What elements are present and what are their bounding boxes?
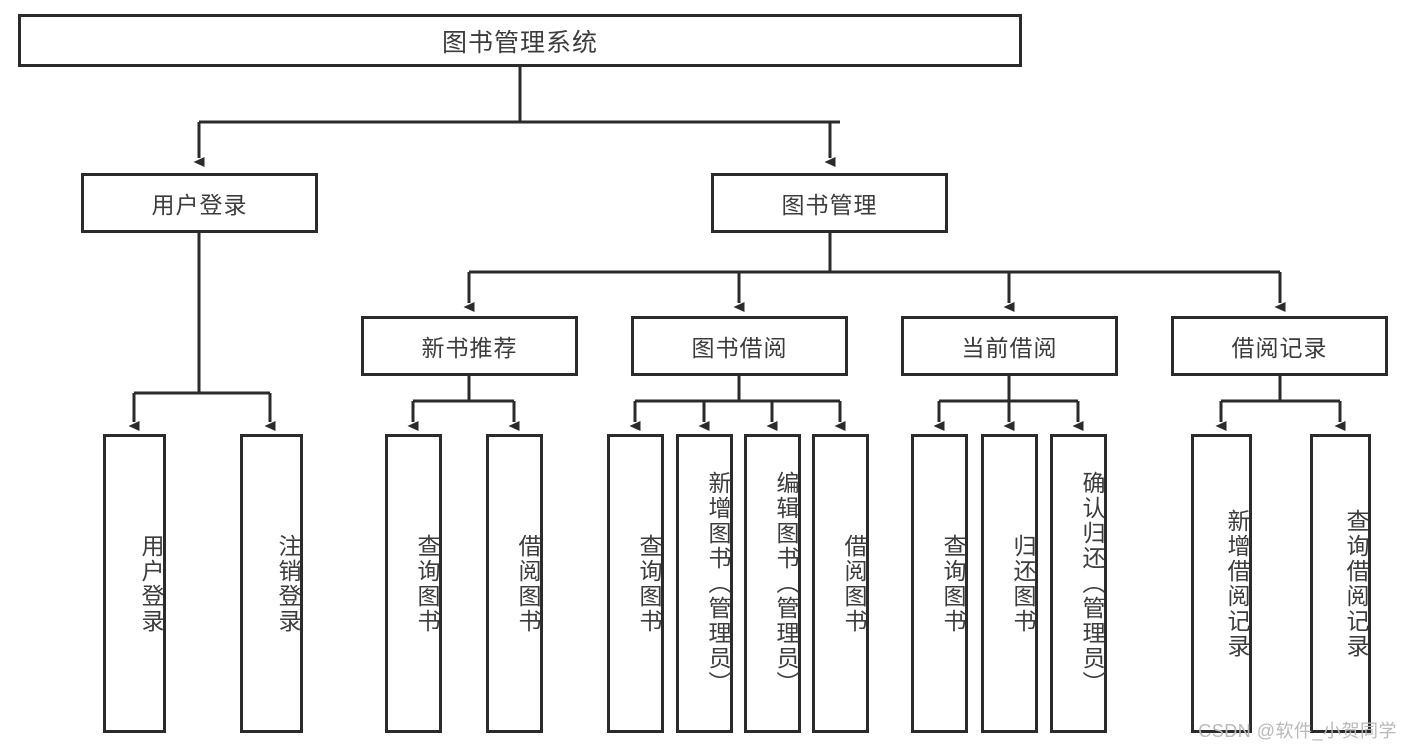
node-label: 借阅图书 (841, 533, 867, 634)
leaf-add-book-admin[interactable]: 新增图书（管理员） (676, 434, 733, 733)
leaf-query-borrow-record[interactable]: 查询借阅记录 (1310, 434, 1371, 733)
leaf-user-login[interactable]: 用户登录 (103, 434, 166, 733)
node-label: 借阅图书 (515, 533, 541, 634)
node-new-book-recommend[interactable]: 新书推荐 (361, 316, 578, 376)
node-label: 查询图书 (940, 533, 966, 634)
node-root-library-system[interactable]: 图书管理系统 (18, 14, 1022, 67)
node-label: 新书推荐 (421, 335, 518, 361)
leaf-edit-book-admin[interactable]: 编辑图书（管理员） (744, 434, 801, 733)
node-current-borrow[interactable]: 当前借阅 (901, 316, 1118, 376)
node-label: 图书管理 (781, 192, 878, 218)
node-book-management[interactable]: 图书管理 (711, 173, 948, 233)
node-label: 图书借阅 (691, 335, 788, 361)
node-label: 归还图书 (1010, 533, 1036, 634)
leaf-logout[interactable]: 注销登录 (240, 434, 303, 733)
csdn-watermark: CSDN @软件_小贺同学 (1198, 721, 1397, 741)
node-label: 当前借阅 (961, 335, 1058, 361)
node-label: 新增借阅记录 (1224, 508, 1250, 659)
node-label: 确认归还（管理员） (1079, 471, 1105, 696)
node-label: 图书管理系统 (441, 28, 598, 57)
node-label: 用户登录 (138, 533, 164, 634)
node-label: 查询借阅记录 (1343, 508, 1369, 659)
node-label: 查询图书 (636, 533, 662, 634)
leaf-add-borrow-record[interactable]: 新增借阅记录 (1191, 434, 1252, 733)
leaf-borrow-books-recommend[interactable]: 借阅图书 (486, 434, 543, 733)
leaf-query-books-recommend[interactable]: 查询图书 (385, 434, 442, 733)
node-label: 借阅记录 (1231, 335, 1328, 361)
node-label: 编辑图书（管理员） (773, 471, 799, 696)
leaf-borrow-books[interactable]: 借阅图书 (812, 434, 869, 733)
leaf-confirm-return-admin[interactable]: 确认归还（管理员） (1050, 434, 1107, 733)
node-label: 新增图书（管理员） (705, 471, 731, 696)
node-label: 用户登录 (151, 192, 248, 218)
leaf-query-books-current[interactable]: 查询图书 (911, 434, 968, 733)
leaf-query-books-borrow[interactable]: 查询图书 (607, 434, 664, 733)
node-borrow-records[interactable]: 借阅记录 (1171, 316, 1388, 376)
node-label: 注销登录 (275, 533, 301, 634)
node-label: 查询图书 (414, 533, 440, 634)
node-user-login[interactable]: 用户登录 (81, 173, 318, 233)
leaf-return-books[interactable]: 归还图书 (981, 434, 1038, 733)
node-book-borrow[interactable]: 图书借阅 (631, 316, 848, 376)
